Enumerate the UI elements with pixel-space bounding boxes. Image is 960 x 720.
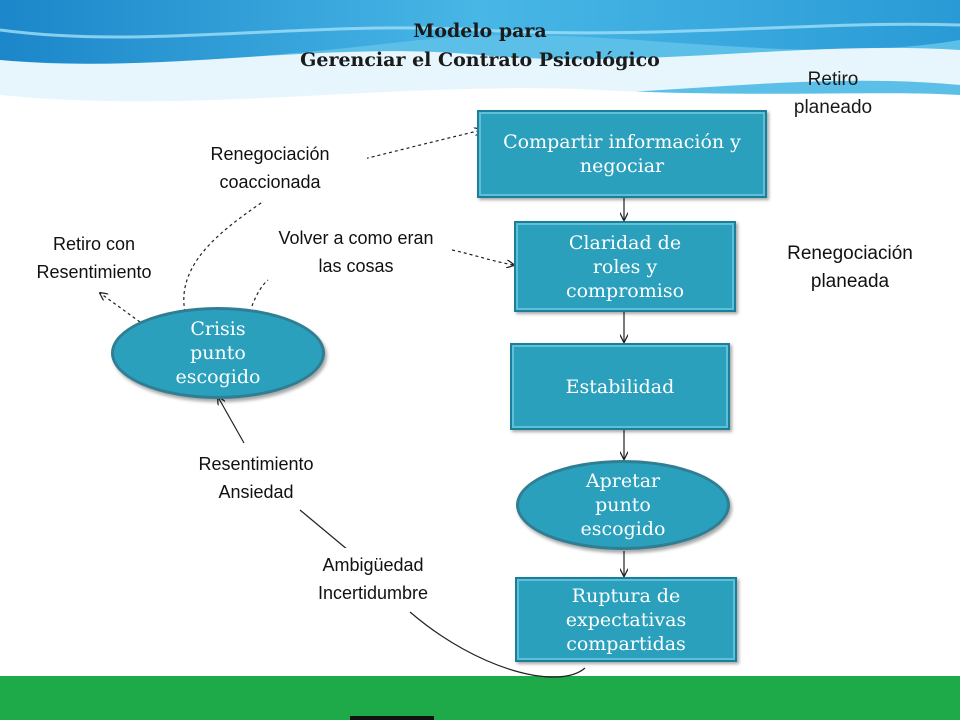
- curve-ruptura-ambiguedad: [409, 611, 586, 678]
- box-compartir-informacion: Compartir información y negociar: [477, 110, 767, 198]
- label-renegociacion-coaccionada: Renegociación coaccionada: [173, 136, 367, 202]
- title-line-1: Modelo para: [413, 20, 547, 42]
- oval-crisis-text: Crisis punto escogido: [175, 318, 261, 388]
- dotted-crisis-volver: [251, 279, 269, 307]
- title-line-2: Gerenciar el Contrato Psicológico: [300, 49, 660, 71]
- label-ambiguedad-incertidumbre: Ambigüedad Incertidumbre: [280, 548, 466, 610]
- box-ruptura-expectativas: Ruptura de expectativas compartidas: [515, 577, 737, 662]
- box-claridad-text: Claridad de roles y compromiso: [565, 231, 685, 302]
- label-retiro-resentimiento: Retiro con Resentimiento: [36, 234, 152, 282]
- box-ruptura-text: Ruptura de expectativas compartidas: [565, 584, 687, 655]
- label-retiro-planeado: Retiro planeado: [793, 69, 873, 118]
- footer-bar: [0, 676, 960, 720]
- dotted-crisis-retiro: [100, 293, 141, 323]
- oval-apretar-text: Apretar punto escogido: [580, 470, 666, 540]
- line-ambiguedad-resentimiento: [299, 509, 349, 551]
- label-resentimiento-ansiedad: Resentimiento Ansiedad: [198, 454, 314, 502]
- dotted-crisis-renegociacion: [183, 197, 269, 313]
- label-renegociacion-planeada: Renegociación planeada: [787, 243, 913, 292]
- label-volver-como-eran: Volver a como eran las cosas: [278, 228, 434, 276]
- dotted-renegociacion-compartir: [359, 130, 482, 161]
- arrow-resentimiento-crisis: [218, 397, 245, 444]
- box-estabilidad: Estabilidad: [510, 343, 730, 430]
- box-estabilidad-text: Estabilidad: [565, 375, 675, 398]
- dotted-volver-claridad: [451, 249, 514, 265]
- oval-crisis-punto: Crisis punto escogido: [111, 307, 325, 399]
- box-claridad-roles: Claridad de roles y compromiso: [514, 221, 736, 312]
- box-compartir-text: Compartir información y negociar: [503, 131, 741, 177]
- oval-apretar-punto: Apretar punto escogido: [516, 460, 730, 550]
